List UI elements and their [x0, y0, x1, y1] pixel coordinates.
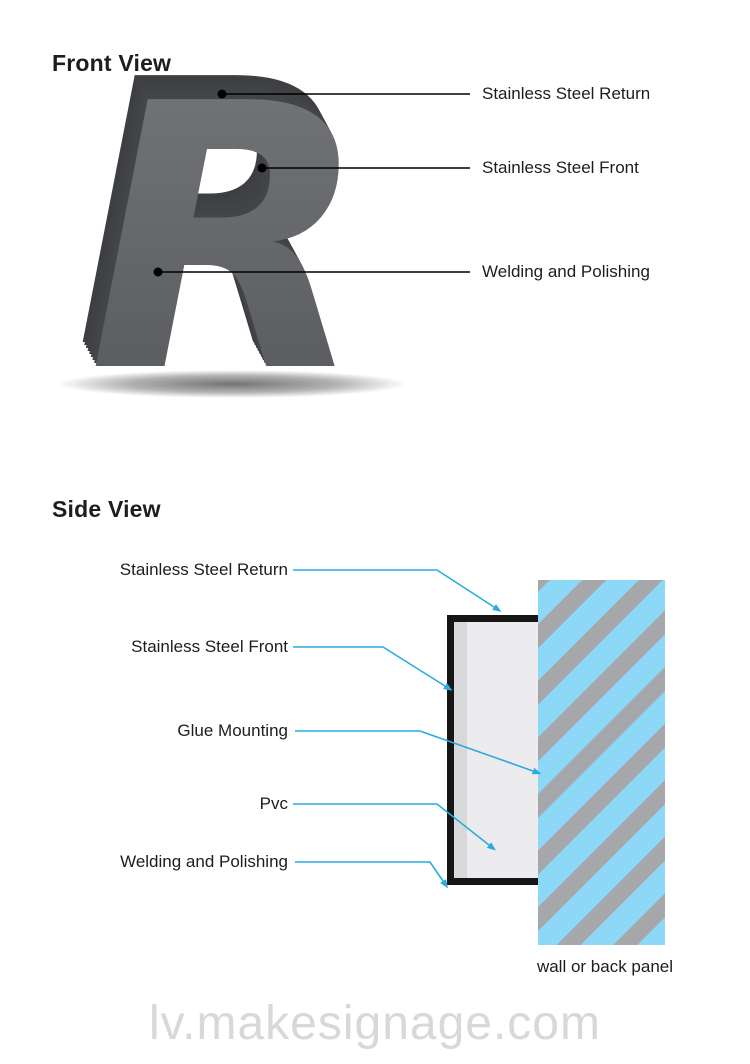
- front-callout-dots: [153, 89, 267, 277]
- side-callout-lines: [293, 569, 542, 889]
- callout-dot: [257, 163, 267, 173]
- front-callout-lines: [158, 93, 470, 273]
- front-face-edge: [447, 615, 454, 885]
- wall-back-panel: [538, 580, 665, 945]
- side-view-title: Side View: [52, 496, 161, 523]
- front-view-graphic: R: [57, 3, 470, 440]
- callout-line: [293, 569, 502, 612]
- callout-label-stainless-steel-front: Stainless Steel Front: [482, 158, 639, 177]
- side-view-graphic: [293, 569, 665, 945]
- callout-label-stainless-steel-return: Stainless Steel Return: [482, 84, 651, 103]
- front-panel-thickness: [454, 622, 467, 878]
- letter-cross-section: [447, 615, 538, 885]
- letter-3d: [75, 3, 370, 440]
- callout-line: [293, 646, 453, 691]
- watermark: lv.makesignage.com: [149, 997, 601, 1050]
- callout-label-stainless-steel-return: Stainless Steel Return: [119, 560, 288, 579]
- callout-line: [293, 803, 497, 851]
- return-bottom-edge: [447, 878, 538, 885]
- callout-label-stainless-steel-front: Stainless Steel Front: [131, 637, 288, 656]
- callout-label-pvc: Pvc: [259, 794, 288, 813]
- pvc-body: [454, 622, 538, 878]
- return-top-edge: [447, 615, 538, 622]
- callout-line: [295, 730, 542, 775]
- callout-line: [295, 861, 449, 889]
- callout-label-welding-and-polishing: Welding and Polishing: [120, 852, 288, 871]
- callout-label-welding-and-polishing: Welding and Polishing: [482, 262, 650, 281]
- callout-label-glue-mounting: Glue Mounting: [177, 721, 288, 740]
- callout-dot: [153, 267, 163, 277]
- callout-dot: [217, 89, 227, 99]
- wall-caption: wall or back panel: [536, 957, 674, 976]
